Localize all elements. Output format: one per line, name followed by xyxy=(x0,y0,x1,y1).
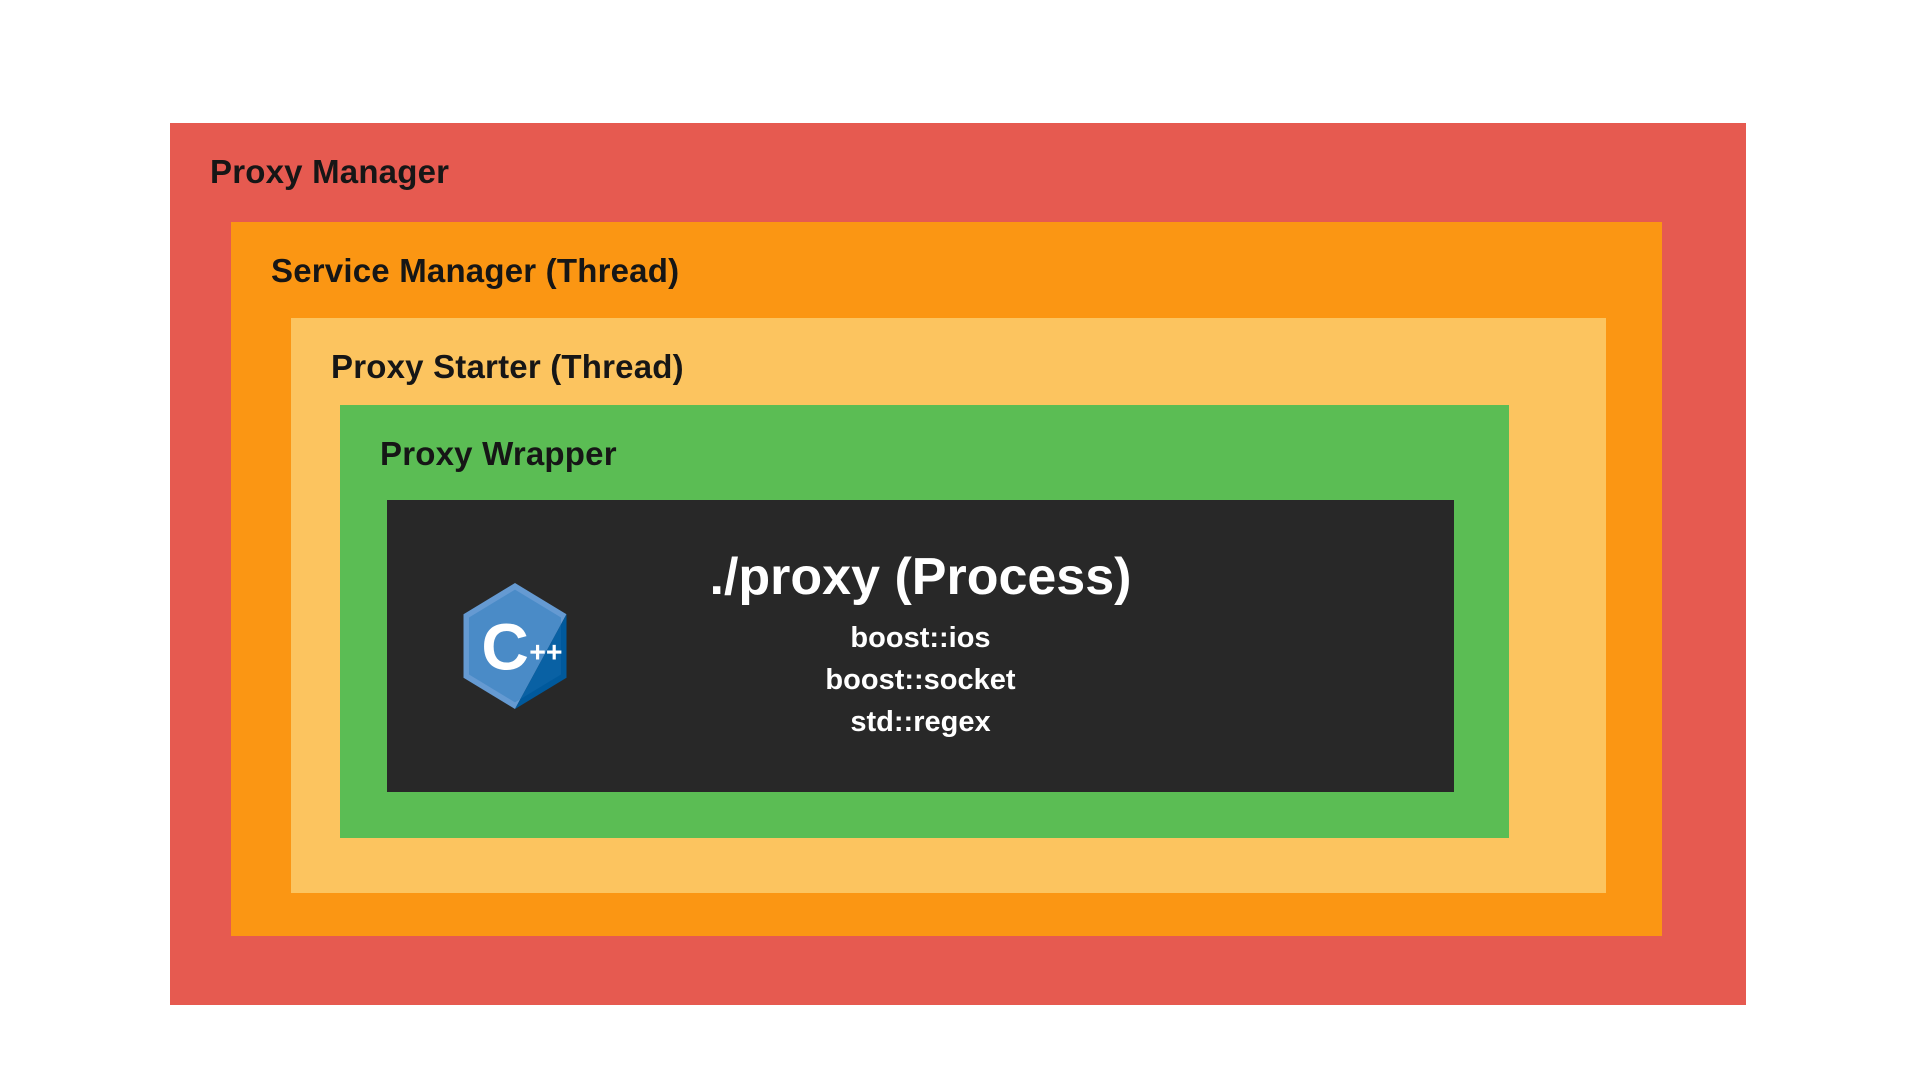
cpp-logo-icon: C ++ xyxy=(463,583,567,709)
svg-text:++: ++ xyxy=(529,637,562,669)
layer-label-proxy-starter: Proxy Starter (Thread) xyxy=(331,348,684,385)
layer-label-proxy-manager: Proxy Manager xyxy=(210,153,450,190)
library-item: boost::ios xyxy=(850,621,991,654)
layer-label-proxy-wrapper: Proxy Wrapper xyxy=(380,435,617,472)
library-item: boost::socket xyxy=(825,663,1016,696)
process-text: ./proxy (Process) boost::ios boost::sock… xyxy=(387,549,1454,742)
process-title: ./proxy (Process) xyxy=(709,548,1132,607)
layer-proxy-starter: Proxy Starter (Thread) Proxy Wrapper C +… xyxy=(291,318,1606,893)
process-box: C ++ ./proxy (Process) boost::ios boost:… xyxy=(387,500,1454,792)
layer-proxy-wrapper: Proxy Wrapper C ++ ./proxy (Process) boo… xyxy=(340,405,1509,838)
library-item: std::regex xyxy=(850,705,991,738)
layer-proxy-manager: Proxy Manager Service Manager (Thread) P… xyxy=(170,123,1746,1005)
layer-service-manager: Service Manager (Thread) Proxy Starter (… xyxy=(231,222,1662,936)
layer-label-service-manager: Service Manager (Thread) xyxy=(271,252,680,289)
svg-text:C: C xyxy=(481,610,528,684)
